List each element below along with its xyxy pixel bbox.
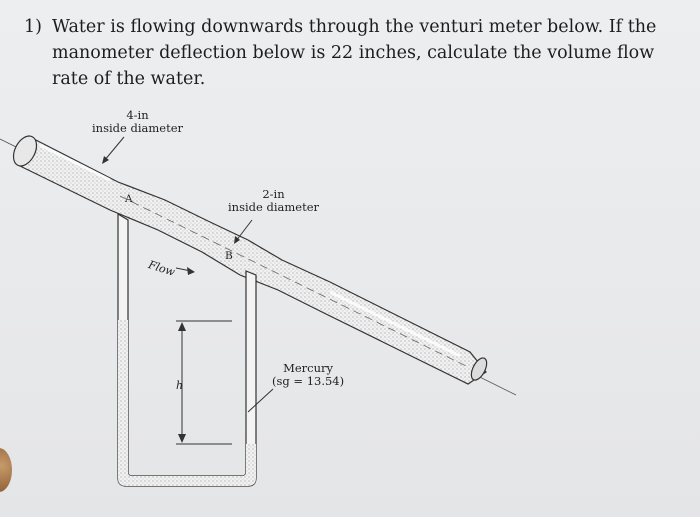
label-point-a: A: [125, 193, 133, 205]
pipe-highlight-outlet: [329, 290, 461, 358]
leader-2in: [235, 219, 253, 242]
label-2in-line2: inside diameter: [228, 200, 320, 214]
h-arrow-down: [178, 434, 186, 443]
label-h: h: [176, 379, 184, 392]
label-4in-line2: inside diameter: [92, 121, 184, 135]
mercury-column: [118, 320, 256, 486]
leader-2in-arrow: [234, 236, 240, 244]
label-2in-line1: 2-in: [262, 187, 285, 201]
flow-arrow-head: [187, 267, 195, 275]
outlet-end: [470, 357, 488, 381]
inlet-end: [12, 135, 38, 167]
leader-mercury: [247, 388, 274, 413]
pipe-highlight: [39, 143, 111, 182]
leader-4in: [103, 136, 125, 162]
label-4in-diameter: 4-in inside diameter: [92, 109, 183, 135]
finger-edge: [0, 448, 12, 492]
problem-text: Water is flowing downwards through the v…: [52, 17, 657, 89]
label-point-b: B: [225, 250, 233, 262]
label-4in-line1: 4-in: [126, 108, 149, 122]
h-arrow-up: [178, 322, 186, 331]
leader-4in-arrow: [102, 156, 109, 164]
label-mercury-line1: Mercury: [283, 361, 334, 375]
label-mercury-line2: (sg = 13.54): [272, 374, 345, 388]
problem-number: 1): [24, 17, 42, 37]
label-2in-diameter: 2-in inside diameter: [228, 188, 319, 214]
label-mercury: Mercury (sg = 13.54): [272, 362, 344, 388]
